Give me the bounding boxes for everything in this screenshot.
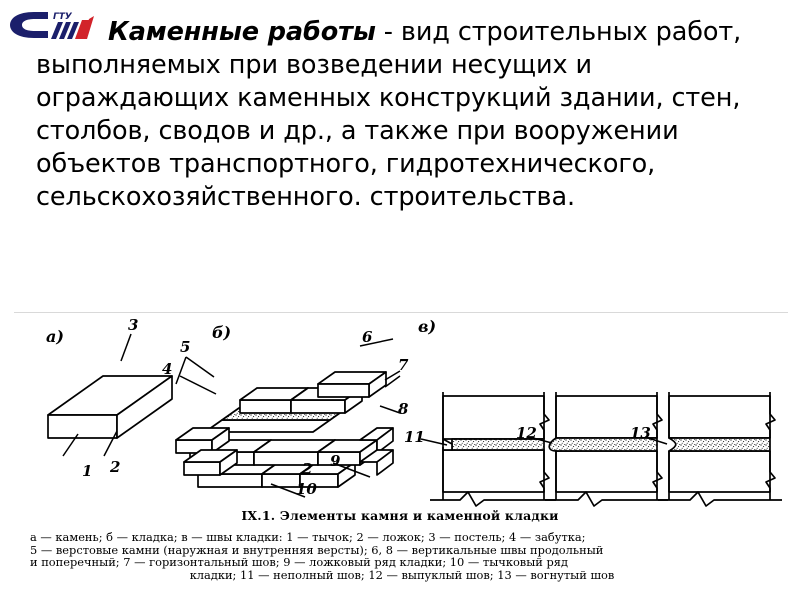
callout-9: 9 [330,452,341,470]
panel-label-a: а) [46,327,64,346]
figure-legend: а — камень; б — кладка; в — швы кладки: … [30,531,774,581]
figure-drawing: а) б) в) 1 2 3 4 5 6 7 8 9 10 11 12 13 2 [46,316,782,507]
callout-12: 12 [516,424,537,442]
callout-1: 1 [82,462,92,480]
callout-2b: 2 [109,458,120,476]
panel-a-stone [47,375,173,439]
callout-13: 13 [630,424,651,442]
legend-line-2: 5 — верстовые камни (наружная и внутренн… [30,542,604,557]
callout-4: 4 [162,360,172,378]
legend-line-3: и поперечный; 7 — горизонтальный шов; 9 … [30,555,568,570]
legend-line-4: кладки; 11 — неполный шов; 12 — выпуклый… [189,567,615,582]
callout-11: 11 [404,428,425,446]
callout-8: 8 [398,400,409,418]
callout-7: 7 [398,356,409,374]
svg-text:ГТУ: ГТУ [53,12,73,22]
figure-divider [14,312,788,313]
callout-5: 5 [180,338,190,356]
panel-label-v: в) [418,317,436,336]
panel-v-joint-13 [658,392,782,507]
figure-region: а) б) в) 1 2 3 4 5 6 7 8 9 10 11 12 13 2 [0,312,800,600]
panel-b-masonry [175,371,394,488]
callout-10: 10 [296,480,317,498]
lead-term: Каменные работы [108,17,376,47]
callout-6: 6 [362,328,373,346]
figure-title: IX.1. Элементы камня и каменной кладки [241,508,559,523]
callout-3: 3 [128,316,138,334]
sgtu-logo: ГТУ [4,6,100,44]
body-text: - вид строительных работ, выполняемых пр… [36,17,742,212]
panel-v-joint-12 [545,392,668,507]
text-block: Каменные работы - вид строительных работ… [36,16,776,214]
legend-line-1: а — камень; б — кладка; в — швы кладки: … [30,530,586,544]
leader-lines [62,333,668,498]
callout-2: 2 [301,460,312,478]
logo-icon: ГТУ [10,12,94,39]
panel-label-b: б) [212,323,231,342]
panel-v-joint-11 [430,392,556,507]
